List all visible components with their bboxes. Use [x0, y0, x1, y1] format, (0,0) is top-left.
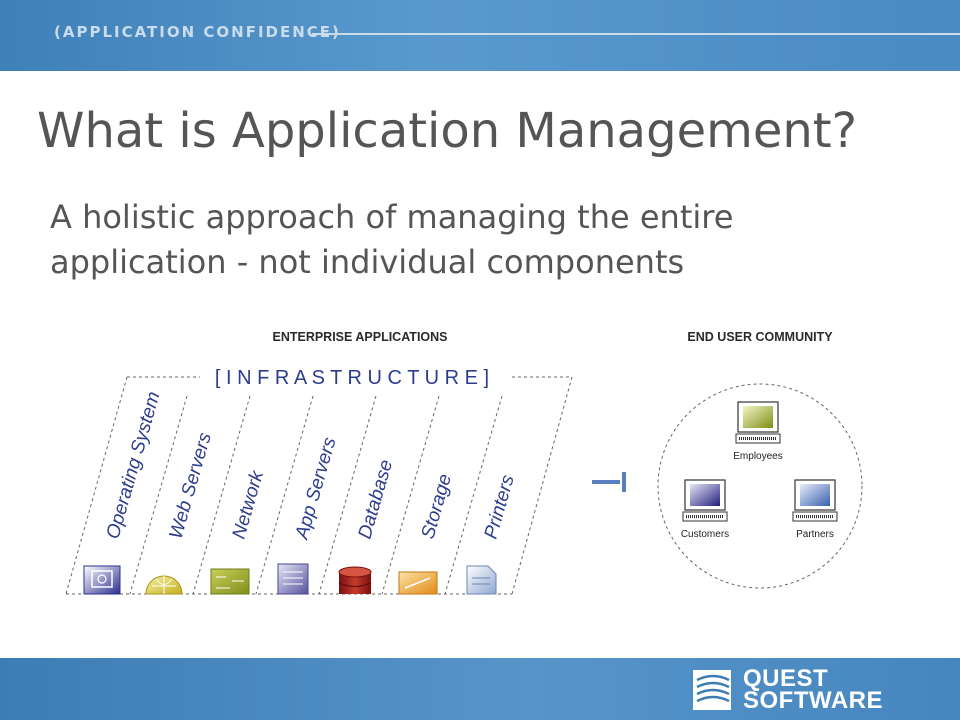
customer-computer-icon [682, 479, 728, 522]
printer-icon [466, 565, 497, 595]
database-icon [338, 566, 372, 594]
server-icon [277, 563, 309, 595]
partner-computer-icon [792, 479, 838, 522]
subtitle-line-1: A holistic approach of managing the enti… [50, 198, 734, 236]
user-label-partners: Partners [796, 529, 834, 540]
quest-logo-icon [693, 670, 731, 710]
column-label-storage: Storage [418, 472, 457, 542]
user-label-employees: Employees [733, 451, 782, 462]
quest-software-logo: QUEST SOFTWARE [691, 666, 931, 714]
infrastructure-label: [ I N F R A S T R U C T U R E ] [215, 367, 489, 389]
subtitle-line-2: application - not individual components [50, 243, 685, 281]
column-label-operating-system: Operating System [103, 389, 165, 541]
column-label-printers: Printers [481, 472, 519, 541]
globe-icon [145, 575, 183, 595]
slide-subtitle: A holistic approach of managing the enti… [50, 195, 910, 285]
column-label-web-servers: Web Servers [166, 430, 216, 541]
network-icon [210, 568, 250, 595]
employee-computer-icon [735, 401, 781, 444]
footer-band [0, 658, 960, 720]
enterprise-heading: ENTERPRISE APPLICATIONS [272, 330, 447, 344]
tagline: (APPLICATION CONFIDENCE) [54, 23, 341, 41]
slide-title: What is Application Management? [37, 103, 858, 159]
header-band: (APPLICATION CONFIDENCE) [0, 0, 960, 71]
logo-line-1: QUEST [743, 665, 829, 692]
user-label-customers: Customers [681, 529, 729, 540]
header-rule [312, 33, 960, 35]
storage-icon [398, 571, 438, 595]
arrow-right-icon [592, 472, 626, 492]
community-heading: END USER COMMUNITY [687, 330, 833, 344]
architecture-diagram: ENTERPRISE APPLICATIONS END USER COMMUNI… [65, 330, 863, 595]
column-label-app-servers: App Servers [291, 435, 340, 543]
community-circle [657, 383, 863, 589]
os-icon [83, 565, 121, 595]
logo-line-2: SOFTWARE [743, 687, 883, 714]
column-label-network: Network [229, 467, 269, 541]
column-label-database: Database [355, 457, 398, 541]
